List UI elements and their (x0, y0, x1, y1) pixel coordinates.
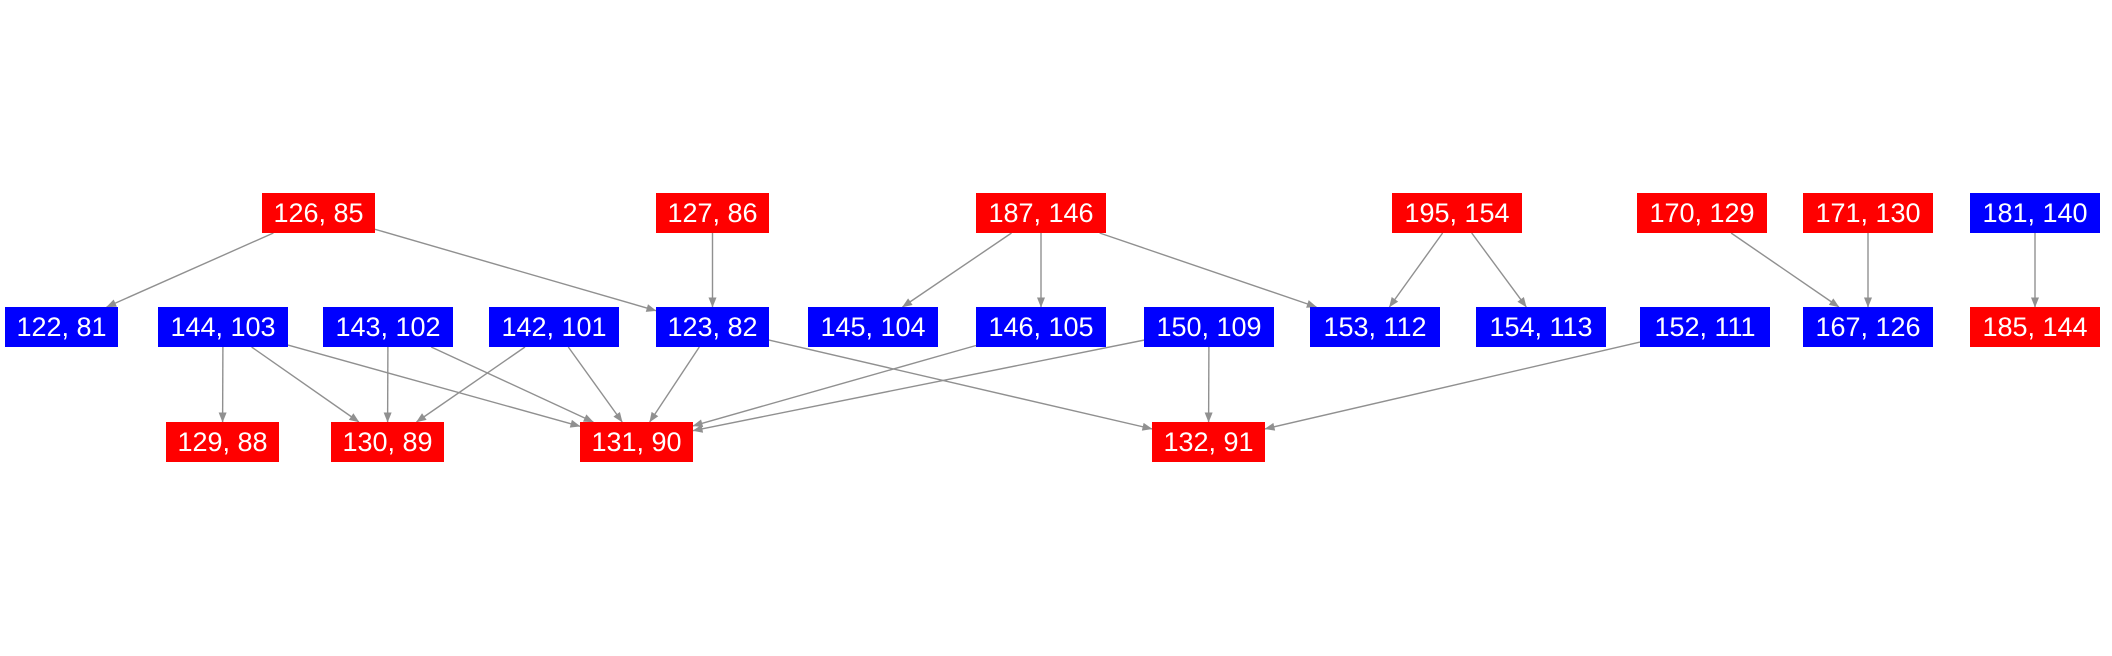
graph-node-143-102: 143, 102 (323, 307, 453, 347)
graph-node-145-104: 145, 104 (808, 307, 938, 347)
edge-126-85-to-122-81 (106, 232, 274, 308)
edge-150-109-to-131-90 (692, 339, 1145, 433)
graph-node-131-90: 131, 90 (580, 422, 693, 462)
edge-187-146-to-153-112 (1099, 232, 1317, 308)
graph-node-150-109: 150, 109 (1144, 307, 1274, 347)
graph-node-144-103: 144, 103 (158, 307, 288, 347)
edge-195-154-to-154-113 (1471, 232, 1527, 308)
graph-node-167-126: 167, 126 (1803, 307, 1933, 347)
graph-node-146-105: 146, 105 (976, 307, 1106, 347)
edge-144-103-to-130-89 (251, 346, 360, 423)
graph-node-142-101: 142, 101 (489, 307, 619, 347)
graph-node-153-112: 153, 112 (1310, 307, 1440, 347)
graph-node-185-144: 185, 144 (1970, 307, 2100, 347)
graph-node-195-154: 195, 154 (1392, 193, 1522, 233)
graph-node-132-91: 132, 91 (1152, 422, 1265, 462)
graph-node-154-113: 154, 113 (1476, 307, 1606, 347)
graph-node-170-129: 170, 129 (1637, 193, 1767, 233)
edge-123-82-to-131-90 (649, 346, 700, 423)
edge-126-85-to-123-82 (374, 228, 657, 312)
graph-node-152-111: 152, 111 (1640, 307, 1770, 347)
edge-195-154-to-153-112 (1388, 232, 1444, 308)
edge-142-101-to-130-89 (416, 346, 526, 423)
graph-node-130-89: 130, 89 (331, 422, 444, 462)
edge-123-82-to-132-91 (768, 339, 1153, 431)
graph-node-127-86: 127, 86 (656, 193, 769, 233)
graph-node-122-81: 122, 81 (5, 307, 118, 347)
edge-144-103-to-131-90 (287, 344, 581, 428)
graph-node-123-82: 123, 82 (656, 307, 769, 347)
edge-146-105-to-131-90 (692, 344, 977, 428)
edge-143-102-to-131-90 (430, 346, 594, 423)
graph-node-129-88: 129, 88 (166, 422, 279, 462)
graph-node-126-85: 126, 85 (262, 193, 375, 233)
graph-node-187-146: 187, 146 (976, 193, 1106, 233)
edge-187-146-to-145-104 (902, 232, 1012, 308)
edge-170-129-to-167-126 (1730, 232, 1840, 308)
graph-node-171-130: 171, 130 (1803, 193, 1933, 233)
edge-142-101-to-131-90 (567, 346, 623, 423)
edge-152-111-to-132-91 (1264, 341, 1641, 431)
graph-node-181-140: 181, 140 (1970, 193, 2100, 233)
